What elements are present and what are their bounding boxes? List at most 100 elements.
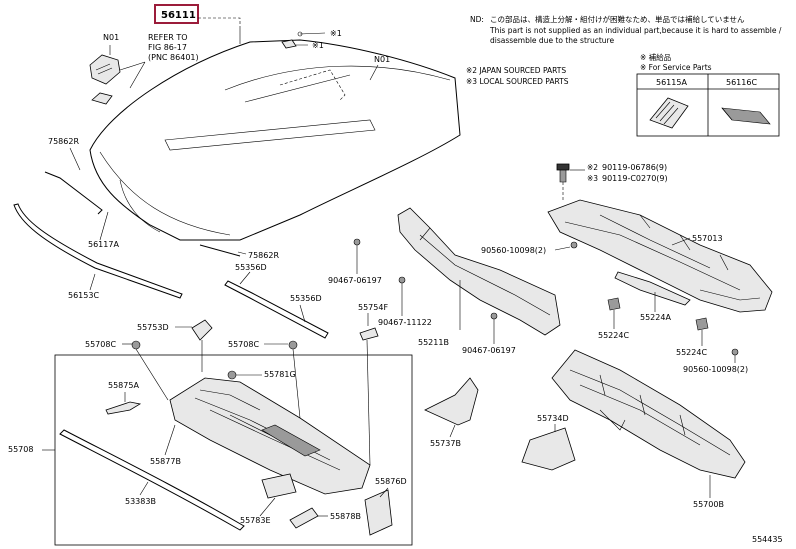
japan-sourced-note: ※2 JAPAN SOURCED PARTS bbox=[466, 66, 566, 75]
windshield-glass bbox=[89, 39, 461, 241]
refer-leader bbox=[119, 61, 146, 89]
seal-55754f bbox=[359, 327, 379, 341]
service-parts-en: ※ For Service Parts bbox=[640, 63, 712, 72]
label-90560-10098-b[interactable]: 90560-10098(2) bbox=[683, 365, 748, 374]
pad-56116c-icon bbox=[721, 107, 771, 125]
label-55754f[interactable]: 55754F bbox=[358, 303, 388, 312]
local-sourced-note: ※3 LOCAL SOURCED PARTS bbox=[466, 77, 569, 86]
nd-label: ND: bbox=[470, 15, 484, 24]
75862r-top-leader bbox=[69, 147, 81, 171]
refer-line-2[interactable]: FIG 86-17 bbox=[148, 43, 187, 52]
bracket-55876d bbox=[364, 489, 393, 536]
label-90467-06197-b[interactable]: 90467-06197 bbox=[462, 346, 516, 355]
clip-star1-icon bbox=[281, 31, 326, 49]
55877b-leader bbox=[164, 424, 176, 456]
label-55356d-b[interactable]: 55356D bbox=[290, 294, 322, 303]
label-56153c[interactable]: 56153C bbox=[68, 291, 99, 300]
55356d-leader bbox=[239, 271, 251, 285]
557013-leader bbox=[671, 237, 691, 246]
pad-55783e bbox=[261, 473, 297, 499]
clip-90467-11122 bbox=[398, 276, 406, 284]
label-90467-11122[interactable]: 90467-11122 bbox=[378, 318, 432, 327]
label-star1-a: ※1 bbox=[330, 29, 342, 38]
service-part-56116c[interactable]: 56116C bbox=[726, 78, 757, 87]
label-90467-06197-a[interactable]: 90467-06197 bbox=[328, 276, 382, 285]
label-55700b[interactable]: 55700B bbox=[693, 500, 724, 509]
label-55708[interactable]: 55708 bbox=[8, 445, 33, 454]
grommet-55708c-left bbox=[131, 340, 141, 350]
label-star2-bolt: ※2 bbox=[587, 163, 598, 172]
56153c-leader bbox=[89, 273, 96, 291]
label-55224a[interactable]: 55224A bbox=[640, 313, 671, 322]
label-53383b[interactable]: 53383B bbox=[125, 497, 156, 506]
label-56117a[interactable]: 56117A bbox=[88, 240, 119, 249]
55708c-left-line bbox=[135, 348, 169, 401]
55737b-leader bbox=[449, 424, 456, 438]
seal-56117a bbox=[13, 203, 183, 299]
title-part-number[interactable]: 56111 bbox=[161, 10, 196, 21]
clip-90560-10098-b bbox=[731, 348, 739, 356]
label-55211b[interactable]: 55211B bbox=[418, 338, 449, 347]
label-90560-10098-a[interactable]: 90560-10098(2) bbox=[481, 246, 546, 255]
clip-90467-06197-b bbox=[490, 312, 498, 320]
label-55737b[interactable]: 55737B bbox=[430, 439, 461, 448]
bracket-55875a bbox=[105, 401, 142, 415]
label-55783e[interactable]: 55783E bbox=[240, 516, 271, 525]
label-90119-06786[interactable]: 90119-06786(9) bbox=[602, 163, 667, 172]
clip-90560-10098-a bbox=[570, 241, 578, 249]
label-75862r-bot[interactable]: 75862R bbox=[248, 251, 279, 260]
grommet-55708c-right bbox=[288, 340, 298, 350]
55708c-right-line bbox=[292, 348, 301, 419]
label-55708c-left[interactable]: 55708C bbox=[85, 340, 116, 349]
clip-55224c-a bbox=[607, 297, 621, 311]
clip-90467-06197-a bbox=[353, 238, 361, 246]
refer-line-3[interactable]: (PNC 86401) bbox=[148, 53, 199, 62]
55754f-drop-line bbox=[366, 339, 371, 466]
nut-55781g bbox=[227, 370, 237, 380]
n01-right-leader bbox=[369, 64, 379, 81]
seal-55224a bbox=[614, 271, 691, 306]
cowl-top-panel bbox=[169, 377, 371, 495]
cowl-seal-55356d bbox=[224, 280, 329, 339]
label-n01-left[interactable]: N01 bbox=[103, 33, 119, 42]
service-parts-jp: ※ 補給品 bbox=[640, 52, 671, 62]
label-55875a[interactable]: 55875A bbox=[108, 381, 139, 390]
label-75862r-top[interactable]: 75862R bbox=[48, 137, 79, 146]
90560-10098-a-leader bbox=[554, 246, 571, 251]
duct-55734d bbox=[521, 427, 576, 471]
clip-55753d bbox=[191, 319, 213, 341]
53383b-leader bbox=[139, 481, 149, 496]
55783e-leader bbox=[259, 497, 276, 517]
bracket-55737b bbox=[424, 377, 479, 426]
seal-53383b bbox=[59, 429, 245, 531]
cowl-panel-55700b bbox=[551, 349, 746, 479]
label-star1-b: ※1 bbox=[312, 41, 324, 50]
label-55708c-right[interactable]: 55708C bbox=[228, 340, 259, 349]
label-557013[interactable]: 557013 bbox=[692, 234, 723, 243]
dash-brace-55211b bbox=[397, 207, 561, 336]
bolt-head-90119 bbox=[556, 163, 570, 171]
label-55876d[interactable]: 55876D bbox=[375, 477, 407, 486]
figure-code: 554435 bbox=[752, 535, 783, 544]
55356d-b-leader bbox=[299, 304, 306, 323]
label-55753d[interactable]: 55753D bbox=[137, 323, 169, 332]
label-55356d[interactable]: 55356D bbox=[235, 263, 267, 272]
molding-75862r-top bbox=[44, 171, 103, 215]
title-part-highlight bbox=[154, 4, 199, 24]
service-part-56115a[interactable]: 56115A bbox=[656, 78, 687, 87]
label-55781g[interactable]: 55781G bbox=[264, 370, 296, 379]
title-leader bbox=[198, 17, 241, 28]
label-90119-c0270[interactable]: 90119-C0270(9) bbox=[602, 174, 668, 183]
label-n01-right[interactable]: N01 bbox=[374, 55, 390, 64]
nd-en-note-2: disassemble due to the structure bbox=[490, 36, 614, 45]
75862r-bot-leader bbox=[237, 251, 247, 255]
label-55734d[interactable]: 55734D bbox=[537, 414, 569, 423]
cowl-panel-557013 bbox=[547, 199, 773, 313]
label-55224c-b[interactable]: 55224C bbox=[676, 348, 707, 357]
label-55224c-a[interactable]: 55224C bbox=[598, 331, 629, 340]
label-55877b[interactable]: 55877B bbox=[150, 457, 181, 466]
refer-line-1: REFER TO bbox=[148, 33, 188, 42]
service-parts-table: 56115A 56116C bbox=[636, 73, 780, 137]
label-55878b[interactable]: 55878B bbox=[330, 512, 361, 521]
